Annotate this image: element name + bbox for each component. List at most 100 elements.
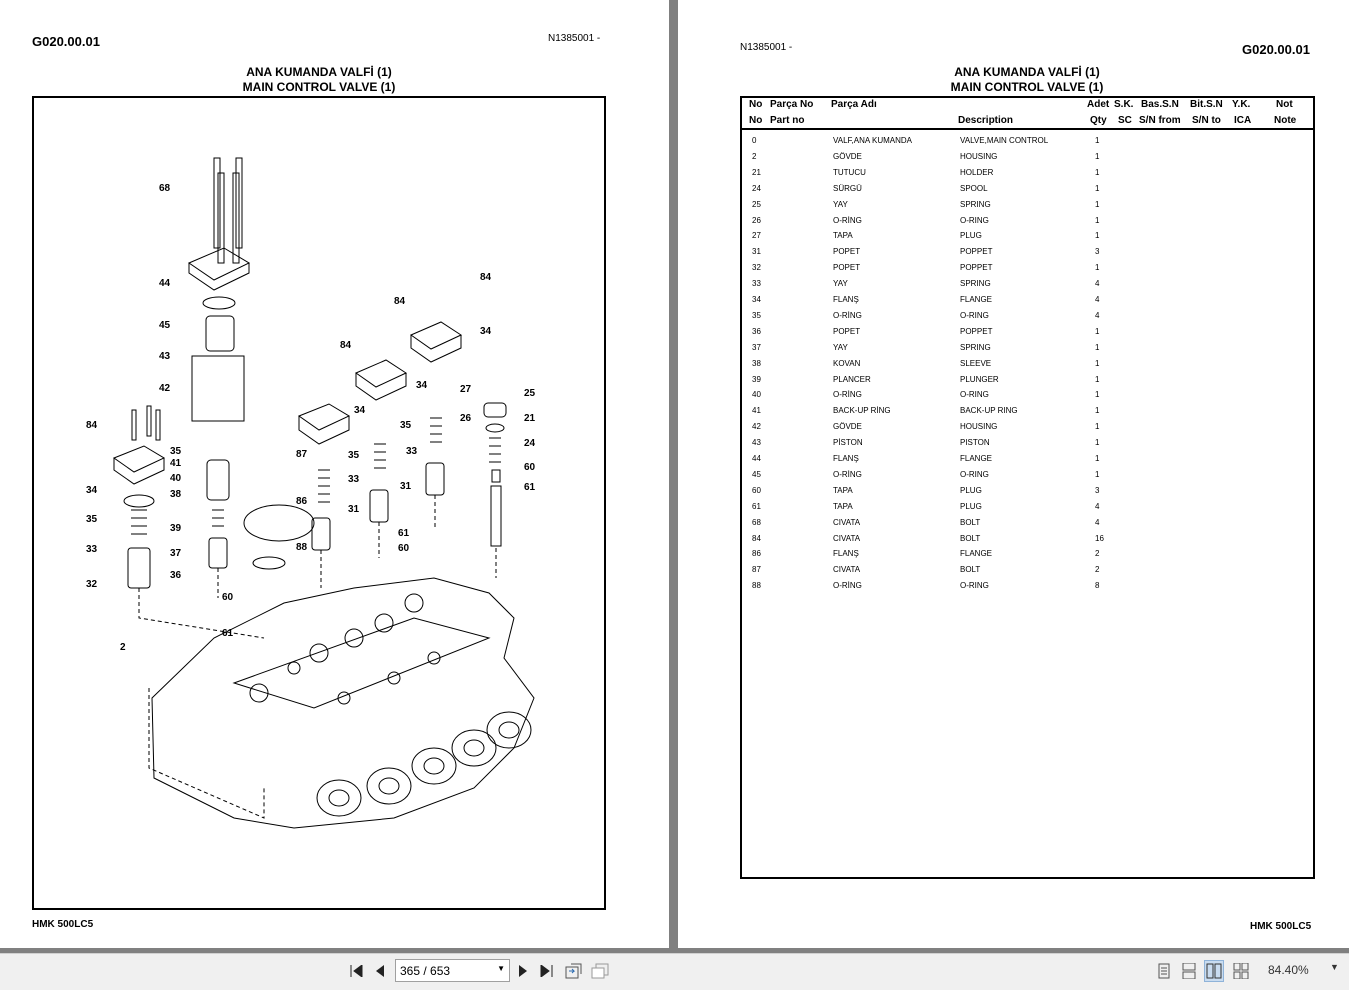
cell-description: O-RING — [960, 390, 989, 400]
two-page-icon[interactable] — [1204, 960, 1224, 982]
cell-no: 21 — [752, 167, 761, 177]
zoom-level[interactable]: 84.40% — [1268, 963, 1309, 977]
two-page-continuous-icon[interactable] — [1231, 960, 1251, 982]
port-holes — [249, 593, 441, 705]
cell-qty: 1 — [1095, 390, 1100, 400]
spool-caps — [316, 711, 532, 817]
spring-33-left — [131, 509, 147, 535]
cell-no: 87 — [752, 565, 761, 575]
next-page-icon[interactable] — [513, 960, 533, 982]
previous-view-icon[interactable] — [564, 960, 584, 982]
chevron-down-icon: ▼ — [497, 964, 505, 973]
callout: 32 — [86, 579, 98, 590]
cell-description: FLANGE — [960, 549, 993, 559]
cell-name: POPET — [833, 326, 861, 336]
cell-no: 35 — [752, 310, 761, 320]
callout: 34 — [86, 485, 98, 496]
cell-name: KOVAN — [833, 358, 861, 368]
callout: 84 — [340, 340, 352, 351]
callout: 60 — [398, 543, 410, 554]
callout: 21 — [524, 413, 536, 424]
cell-qty: 1 — [1095, 406, 1100, 416]
callout: 40 — [170, 473, 182, 484]
callout: 43 — [159, 351, 171, 362]
single-page-icon[interactable] — [1154, 960, 1174, 982]
header-part-no-en: Part no — [770, 115, 805, 126]
cell-name: POPET — [833, 247, 861, 257]
zoom-dropdown-icon[interactable]: ▼ — [1330, 962, 1339, 972]
oring-26 — [485, 423, 505, 433]
cell-name: POPET — [833, 263, 861, 273]
header-ica-en: ICA — [1234, 115, 1252, 126]
cell-name: O-RİNG — [833, 469, 862, 479]
title-en: MAIN CONTROL VALVE (1) — [950, 80, 1104, 94]
cell-qty: 1 — [1095, 469, 1100, 479]
cell-description: SPRING — [960, 342, 991, 352]
serial-number: N1385001 - — [548, 33, 601, 44]
cell-name: CIVATA — [833, 533, 861, 543]
cell-description: POPPET — [960, 326, 993, 336]
cell-description: VALVE,MAIN CONTROL — [960, 136, 1049, 145]
callout: 35 — [170, 446, 182, 457]
cell-no: 41 — [752, 406, 761, 416]
cell-no: 61 — [752, 501, 761, 511]
cell-name: YAY — [833, 342, 848, 352]
poppet-31-c — [425, 462, 445, 496]
cell-no: 60 — [752, 485, 761, 495]
callout: 84 — [480, 272, 492, 283]
cell-no: 25 — [752, 199, 761, 209]
cell-name: TUTUCU — [833, 167, 866, 177]
cell-name: O-RİNG — [833, 390, 862, 400]
cell-description: HOLDER — [960, 167, 994, 177]
callout: 33 — [406, 446, 418, 457]
model-label: HMK 500LC5 — [1250, 921, 1312, 932]
header-description: Description — [958, 115, 1014, 126]
cell-qty: 1 — [1095, 215, 1100, 225]
page-code: G020.00.01 — [32, 34, 100, 49]
cell-description: SPRING — [960, 199, 991, 209]
header-sc-en: SC — [1118, 115, 1132, 126]
plug-27 — [483, 402, 507, 418]
diagram-svg: 68 44 45 43 42 84 34 35 33 32 35 41 40 3… — [86, 157, 536, 829]
cell-qty: 4 — [1095, 295, 1100, 304]
header-part-no: Parça No — [770, 99, 814, 110]
header-rule — [742, 128, 1313, 130]
cell-no: 84 — [752, 533, 761, 543]
cell-no: 27 — [752, 231, 761, 241]
cell-description: FLANGE — [960, 454, 993, 463]
cell-name: BACK-UP RİNG — [833, 406, 891, 416]
header-qty: Adet — [1087, 99, 1110, 110]
cell-no: 40 — [752, 390, 761, 400]
cell-name: YAY — [833, 279, 848, 289]
cell-description: O-RING — [960, 215, 989, 225]
cell-qty: 1 — [1095, 136, 1100, 145]
cell-qty: 8 — [1095, 581, 1100, 591]
callout: 87 — [296, 449, 308, 460]
first-page-icon[interactable] — [346, 960, 366, 982]
cell-no: 37 — [752, 342, 761, 352]
callout: 60 — [524, 462, 536, 473]
cell-no: 39 — [752, 374, 761, 384]
prev-page-icon[interactable] — [370, 960, 390, 982]
cell-description: POPPET — [960, 263, 993, 273]
callout: 35 — [86, 514, 98, 525]
piston-43 — [205, 315, 235, 352]
holder-21 — [491, 469, 501, 483]
poppet-32 — [127, 547, 151, 589]
cell-no: 38 — [752, 358, 761, 368]
page-code: G020.00.01 — [1242, 42, 1310, 57]
cell-no: 86 — [752, 549, 761, 559]
cell-name: O-RİNG — [833, 581, 862, 591]
callout: 33 — [86, 544, 98, 555]
last-page-icon[interactable] — [537, 960, 557, 982]
cell-qty: 3 — [1095, 485, 1100, 495]
callout: 27 — [460, 384, 472, 395]
next-view-icon[interactable] — [590, 960, 610, 982]
cell-description: SLEEVE — [960, 358, 992, 368]
page-number-select[interactable]: 365 / 653 ▼ — [395, 959, 510, 982]
callout: 44 — [159, 278, 171, 289]
cell-name: O-RİNG — [833, 215, 862, 225]
cell-qty: 1 — [1095, 199, 1100, 209]
exploded-diagram: 68 44 45 43 42 84 34 35 33 32 35 41 40 3… — [32, 96, 606, 910]
continuous-icon[interactable] — [1179, 960, 1199, 982]
